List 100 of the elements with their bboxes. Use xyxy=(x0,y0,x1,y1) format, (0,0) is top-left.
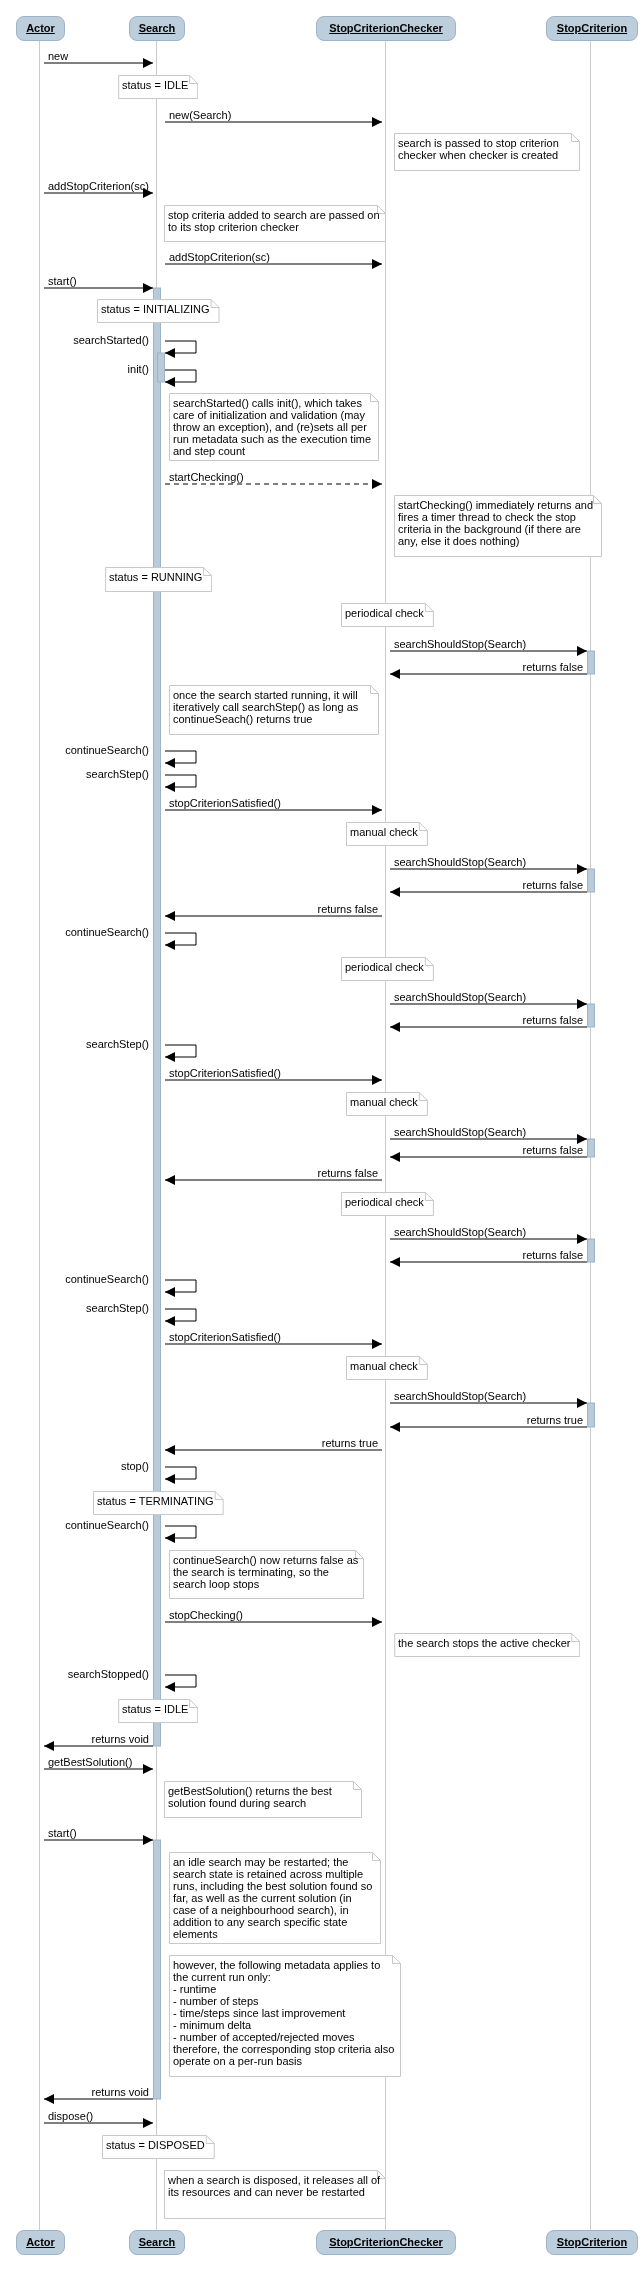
message-arrow xyxy=(43,283,154,293)
message-arrow xyxy=(43,1764,154,1774)
note: status = RUNNING xyxy=(105,567,213,592)
message-label: returns false xyxy=(317,903,378,915)
message-arrow xyxy=(43,188,154,198)
self-message-arrow xyxy=(164,1674,197,1692)
participant-box: Search xyxy=(129,2230,185,2255)
message-arrow xyxy=(389,999,588,1009)
message-arrow xyxy=(164,911,383,921)
message-label: searchShouldStop(Search) xyxy=(394,1390,527,1402)
message-label: searchShouldStop(Search) xyxy=(394,991,527,1003)
participant-box: StopCriterion xyxy=(546,2230,638,2255)
self-message-arrow xyxy=(164,774,197,792)
note: when a search is disposed, it releases all of its resources and can never be restarted xyxy=(164,2170,386,2219)
message-label: stopChecking() xyxy=(169,1609,243,1621)
participant-box: StopCriterion xyxy=(546,16,638,41)
note: periodical check xyxy=(341,1192,434,1216)
note: once the search started running, it will iteratively call searchStep() as long as continueSeach() returns true xyxy=(169,685,379,735)
message-arrow xyxy=(43,2094,154,2104)
message-label: continueSearch() xyxy=(65,926,149,938)
message-label: init() xyxy=(127,363,149,375)
note: startChecking() immediately returns and fires a timer thread to check the stop criteria in the background (if there are any, else it does nothing) xyxy=(394,495,602,557)
message-label: new xyxy=(48,50,69,62)
message-label: searchShouldStop(Search) xyxy=(394,638,527,650)
message-arrow xyxy=(164,805,383,815)
message-label: stopCriterionSatisfied() xyxy=(169,1331,281,1343)
message-arrow xyxy=(164,259,383,269)
note: search is passed to stop criterion checker when checker is created xyxy=(394,133,580,171)
message-label: addStopCriterion(sc) xyxy=(48,180,149,192)
note: getBestSolution() returns the best solution found during search xyxy=(164,1781,362,1818)
message-label: returns true xyxy=(526,1414,583,1426)
message-label: returns false xyxy=(522,879,583,891)
message-label: getBestSolution() xyxy=(48,1756,133,1768)
message-label: continueSearch() xyxy=(65,1519,149,1531)
message-arrow xyxy=(389,669,588,679)
participant-box: Actor xyxy=(16,16,65,41)
note: status = TERMINATING xyxy=(93,1491,224,1515)
message-arrow xyxy=(389,1134,588,1144)
participant-box: Actor xyxy=(16,2230,65,2255)
note: the search stops the active checker xyxy=(394,1633,581,1657)
message-label: continueSearch() xyxy=(65,1273,149,1285)
note: manual check xyxy=(346,1092,428,1116)
note: status = DISPOSED xyxy=(102,2135,215,2159)
message-arrow xyxy=(389,646,588,656)
message-label: searchStarted() xyxy=(73,334,149,346)
self-message-arrow xyxy=(164,1308,197,1326)
note: periodical check xyxy=(341,603,434,627)
message-arrow xyxy=(43,2118,154,2128)
message-label: returns void xyxy=(91,2086,149,2098)
message-arrow xyxy=(43,1835,154,1845)
message-label: returns false xyxy=(522,1249,583,1261)
note: an idle search may be restarted; the search state is retained across multiple runs, including the best solution found so far, as well as the current solution (in case of a neighbourhood search), in addition to any search specific state elements xyxy=(169,1852,381,1944)
message-label: searchShouldStop(Search) xyxy=(394,1226,527,1238)
message-label: returns void xyxy=(91,1733,149,1745)
message-arrow xyxy=(43,1741,154,1751)
message-arrow xyxy=(389,1257,588,1267)
note: manual check xyxy=(346,822,428,846)
self-message-arrow xyxy=(164,340,197,358)
note: status = IDLE xyxy=(118,75,199,99)
message-label: returns false xyxy=(522,661,583,673)
message-label: searchStep() xyxy=(86,768,149,780)
message-arrow xyxy=(389,1234,588,1244)
message-label: searchShouldStop(Search) xyxy=(394,856,527,868)
message-label: stop() xyxy=(120,1460,149,1472)
note: manual check xyxy=(346,1356,428,1380)
self-message-arrow xyxy=(164,750,197,768)
message-label: searchStep() xyxy=(86,1302,149,1314)
participant-box: StopCriterionChecker xyxy=(316,16,456,41)
self-message-arrow xyxy=(164,932,197,950)
message-arrow xyxy=(389,864,588,874)
note: periodical check xyxy=(341,957,434,981)
self-message-arrow xyxy=(164,369,197,387)
message-arrow xyxy=(389,1422,588,1432)
note: status = INITIALIZING xyxy=(97,299,220,323)
message-label: returns false xyxy=(317,1167,378,1179)
message-label: returns false xyxy=(522,1014,583,1026)
message-label: searchStopped() xyxy=(67,1668,149,1680)
self-message-arrow xyxy=(164,1466,197,1484)
note: continueSearch() now returns false as the search is terminating, so the search loop stops xyxy=(169,1550,364,1599)
message-label: addStopCriterion(sc) xyxy=(169,251,270,263)
self-message-arrow xyxy=(164,1044,197,1062)
message-label: dispose() xyxy=(48,2110,94,2122)
message-label: continueSearch() xyxy=(65,744,149,756)
message-label: start() xyxy=(48,275,77,287)
message-label: new(Search) xyxy=(169,109,232,121)
message-arrow xyxy=(164,1339,383,1349)
message-label: start() xyxy=(48,1827,77,1839)
self-message-arrow xyxy=(164,1525,197,1543)
participant-box: StopCriterionChecker xyxy=(316,2230,456,2255)
message-label: returns true xyxy=(321,1437,378,1449)
message-label: searchStep() xyxy=(86,1038,149,1050)
message-arrow xyxy=(389,887,588,897)
note: searchStarted() calls init(), which takes care of initialization and validation (may throw an exception), and (re)sets all per run metadata such as the execution time and step count xyxy=(169,393,379,461)
message-arrow xyxy=(164,1445,383,1455)
note: stop criteria added to search are passed on to its stop criterion checker xyxy=(164,205,386,242)
message-arrow xyxy=(164,117,383,127)
message-arrow xyxy=(389,1152,588,1162)
note: status = IDLE xyxy=(118,1699,199,1723)
message-arrow xyxy=(164,1617,383,1627)
note: however, the following metadata applies to the current run only: - runtime - number of steps - time/steps since last improvement - minimum delta - number of accepted/rejected moves therefore, the corresponding stop criteria also operate on a per-run basis xyxy=(169,1955,401,2077)
